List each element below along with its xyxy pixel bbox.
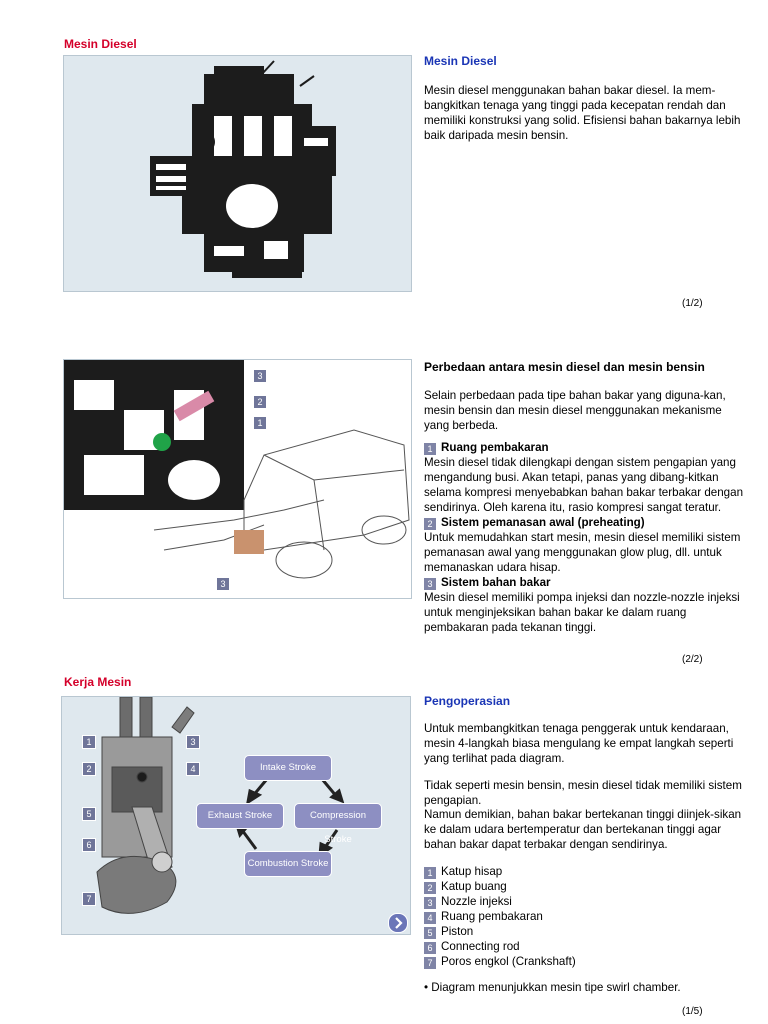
page-indicator-2: (2/2): [682, 654, 703, 665]
section1-title: Mesin Diesel: [424, 54, 497, 68]
engine-cycle-illustration: [96, 697, 345, 914]
legend-item: 4 Ruang pembakaran: [424, 909, 754, 924]
section2-title: Perbedaan antara mesin diesel dan mesin …: [424, 360, 705, 374]
diagram-label-3: 3: [186, 735, 200, 749]
diagram-label-7: 7: [82, 892, 96, 906]
legend-badge: 5: [424, 927, 436, 939]
diagram-label-2: 2: [82, 762, 96, 776]
section3-header: Kerja Mesin: [64, 675, 132, 689]
page-indicator-1: (1/2): [682, 298, 703, 309]
legend-badge: 4: [424, 912, 436, 924]
legend-item: 1 Katup hisap: [424, 864, 754, 879]
diesel-engine-image: [63, 55, 412, 292]
legend-badge: 6: [424, 942, 436, 954]
engine-and-truck-illustration: [64, 360, 410, 579]
legend-label: Katup buang: [441, 880, 507, 893]
image-label-2: 2: [253, 395, 267, 409]
section3-para2: Tidak seperti mesin bensin, mesin diesel…: [424, 779, 742, 807]
next-button[interactable]: [388, 913, 408, 933]
legend-item: 2 Katup buang: [424, 879, 754, 894]
image-label-3-bottom: 3: [216, 577, 230, 591]
item-3-text: Mesin diesel memiliki pompa injeksi dan …: [424, 591, 740, 634]
legend-label: Connecting rod: [441, 940, 520, 953]
section3-title: Pengoperasian: [424, 694, 511, 708]
section1-paragraph: Mesin diesel menggunakan bahan bakar die…: [424, 84, 741, 142]
section3-para1: Untuk membangkitkan tenaga penggerak unt…: [424, 722, 734, 765]
legend-item: 6 Connecting rod: [424, 939, 754, 954]
intake-stroke-box: Intake Stroke: [244, 755, 332, 781]
item-3-heading: Sistem bahan bakar: [441, 576, 551, 589]
diagram-label-4: 4: [186, 762, 200, 776]
legend-label: Nozzle injeksi: [441, 895, 512, 908]
diagram-note: • Diagram menunjukkan mesin tipe swirl c…: [424, 981, 681, 994]
legend-label: Poros engkol (Crankshaft): [441, 955, 576, 968]
diagram-label-5: 5: [82, 807, 96, 821]
legend-label: Katup hisap: [441, 865, 503, 878]
item-2-text: Untuk memudahkan start mesin, mesin dies…: [424, 531, 741, 574]
badge-1: 1: [424, 443, 436, 455]
legend-badge: 3: [424, 897, 436, 909]
badge-2: 2: [424, 518, 436, 530]
section3-para3: Namun demikian, bahan bakar bertekanan t…: [424, 808, 742, 851]
legend-badge: 7: [424, 957, 436, 969]
item-sistem-bahan-bakar: 3 Sistem bahan bakar Mesin diesel memilik…: [424, 575, 752, 635]
diagram-label-1: 1: [82, 735, 96, 749]
diesel-vs-gasoline-image: 3 2 1 3: [63, 359, 412, 599]
legend-badge: 1: [424, 867, 436, 879]
legend-item: 7 Poros engkol (Crankshaft): [424, 954, 754, 969]
legend-label: Piston: [441, 925, 474, 938]
item-ruang-pembakaran: 1 Ruang pembakaran Mesin diesel tidak dil…: [424, 440, 752, 515]
compression-stroke-box: Compression Stroke: [294, 803, 382, 845]
next-arrow-icon: [395, 917, 403, 929]
item-sistem-pemanasan: 2 Sistem pemanasan awal (preheating) Untu…: [424, 515, 752, 575]
section1-header: Mesin Diesel: [64, 37, 137, 51]
legend-label: Ruang pembakaran: [441, 910, 543, 923]
legend-badge: 2: [424, 882, 436, 894]
legend-item: 3 Nozzle injeksi: [424, 894, 754, 909]
item-2-heading: Sistem pemanasan awal (preheating): [441, 516, 645, 529]
exhaust-stroke-box: Exhaust Stroke: [196, 803, 284, 829]
combustion-stroke-box: Combustion Stroke: [244, 851, 332, 877]
badge-3: 3: [424, 578, 436, 590]
diagram-label-6: 6: [82, 838, 96, 852]
section2-items: 1 Ruang pembakaran Mesin diesel tidak dil…: [424, 440, 752, 635]
parts-legend: 1 Katup hisap 2 Katup buang 3 Nozzle injeks…: [424, 864, 754, 969]
section2-intro: Selain perbedaan pada tipe bahan bakar y…: [424, 389, 726, 432]
item-1-heading: Ruang pembakaran: [441, 441, 549, 454]
image-label-1: 1: [253, 416, 267, 430]
engine-cutaway-illustration: [150, 60, 336, 278]
four-stroke-diagram: Intake Stroke Compression Stroke Combust…: [61, 696, 411, 935]
item-1-text: Mesin diesel tidak dilengkapi dengan sis…: [424, 456, 744, 514]
legend-item: 5 Piston: [424, 924, 754, 939]
image-label-3-top: 3: [253, 369, 267, 383]
page-indicator-3: (1/5): [682, 1006, 703, 1017]
